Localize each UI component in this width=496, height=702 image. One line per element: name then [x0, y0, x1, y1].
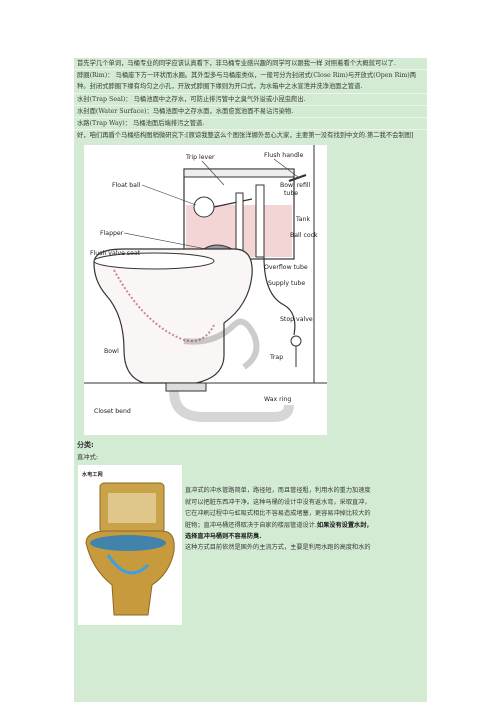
label-trip-lever: Trip lever — [185, 154, 215, 161]
desc-line-2: 就可以把脏东西冲干净。这种马桶的设计中没有返水弯，采取直冲， — [185, 498, 371, 506]
label-closet-bend: Closet bend — [94, 408, 131, 415]
toilet-structure-diagram: Float ball Trip lever Flush handle Bowl … — [84, 145, 327, 436]
trap-shape — [183, 319, 260, 370]
definition-trap-seal: 水封(Trap Seal)： 马桶池面中之存水，可防止排污管中之臭气外溢或小昆虫… — [74, 92, 427, 105]
direct-flush-section: 水电工网 直冲式的冲水管路简单，路径短，而且管径粗，利用水的重力加速度 就可以把… — [74, 465, 427, 645]
desc-line-3: 它在冲刷过程中与虹吸式相比不容易造成堵塞，更容易冲掉比较大的 — [185, 510, 371, 518]
desc-last-line: 这种方式目前依然是国外的主流方式，主要是利用水跑的高度和水的 — [185, 544, 371, 552]
label-tank: Tank — [295, 216, 310, 223]
wax-ring-shape — [165, 382, 207, 392]
direct-flush-description: 直冲式的冲水管路简单，路径短，而且管径粗，利用水的重力加速度 就可以把脏东西冲干… — [185, 485, 425, 553]
label-supply-tube: Supply tube — [268, 280, 305, 287]
water-flow — [113, 269, 215, 343]
structure-intro: 好，咱们再盾个马桶结构图稍微研究下:[原谅我整这么个图张洋娜外恶心大家，主要第一… — [74, 129, 427, 141]
desc-line-4: 脏物；直冲马桶还得取决于自家的楼层管道设计. — [185, 521, 317, 529]
definition-water-surface: 水封面(Water Surface)：马桶池面中之存水面，水面愈宽池面不易沾污染… — [74, 104, 427, 117]
label-wax-ring: Wax ring — [264, 396, 291, 403]
desc-line-1: 直冲式的冲水管路简单，路径短，而且管径粗，利用水的重力加速度 — [185, 487, 371, 495]
direct-flush-toilet-photo: 水电工网 — [78, 465, 182, 626]
section-title: 分类: — [77, 441, 94, 450]
subtype-label: 直冲式: — [77, 454, 99, 462]
definition-trap-way: 水路(Trap Way)： 马桶池面后端排污之管道. — [74, 117, 427, 129]
label-flush-valve-seat: Flush valve seat — [90, 250, 141, 257]
desc-bold-line: 选择直冲马桶则不容易防臭. — [185, 533, 262, 541]
label-ball-cock: Ball cock — [290, 232, 318, 239]
overflow-tube-shape — [235, 192, 244, 258]
photo-watermark: 水电工网 — [82, 472, 103, 479]
tank-lid — [183, 168, 295, 178]
label-bowl-refill-tube-2: tube — [284, 190, 298, 197]
intro-paragraph: 首先学几个单词，马桶专业的同学应该认真看下，非马桶专业感兴趣的同学可以跟我一样 … — [77, 60, 396, 67]
label-stop-valve: Stop valve — [280, 316, 313, 323]
document-page: 首先学几个单词，马桶专业的同学应该认真看下，非马桶专业感兴趣的同学可以跟我一样 … — [74, 58, 427, 702]
rim-shape — [93, 252, 215, 270]
label-overflow-tube: Overflow tube — [264, 264, 308, 271]
label-trap: Trap — [269, 354, 283, 361]
label-bowl-refill-tube: Bowl refill — [280, 182, 311, 189]
closet-bend-shape — [169, 391, 294, 423]
flush-handle-shape — [288, 174, 307, 183]
toilet-photo-svg — [85, 482, 175, 616]
label-float-ball: Float ball — [112, 182, 141, 189]
ball-cock-shape — [255, 184, 265, 258]
float-ball-shape — [193, 196, 215, 218]
supply-tube-shape — [263, 257, 296, 336]
stop-valve-shape — [290, 335, 302, 347]
definition-rim: 脖圈(Rim)： 马桶座下方一环状而水圈。其外型多与马桶座类似，一般可分为封闭式… — [74, 69, 427, 92]
bowl-shape — [93, 248, 253, 385]
label-flush-handle: Flush handle — [264, 152, 304, 159]
label-bowl: Bowl — [104, 348, 119, 355]
toilet-diagram-svg: Float ball Trip lever Flush handle Bowl … — [84, 145, 327, 423]
desc-bold-tail: 如果没有设置水封， — [316, 521, 373, 529]
label-flapper: Flapper — [100, 230, 124, 237]
